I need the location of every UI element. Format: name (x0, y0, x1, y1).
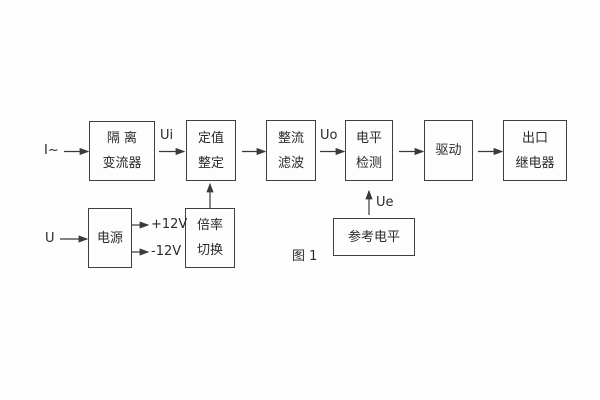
label-minus12v: -12V (151, 244, 182, 259)
block-output-relay-line2: 继电器 (515, 155, 555, 171)
block-isolation-transformer: 隔 离 变流器 (89, 121, 155, 181)
block-ratio-switch: 倍率 切换 (185, 208, 235, 268)
label-input-voltage: U (45, 231, 55, 246)
block-isolation-line1: 隔 离 (106, 131, 138, 146)
block-rectifier-filter: 整流 滤波 (266, 120, 316, 181)
label-uo: Uo (320, 128, 338, 143)
block-level-detect-line2: 检测 (355, 155, 382, 171)
figure-caption: 图 1 (292, 249, 318, 264)
block-output-relay-line1: 出口 (521, 130, 548, 146)
block-level-detect-line1: 电平 (355, 130, 382, 146)
label-ui: Ui (160, 128, 174, 143)
label-ue: Ue (376, 195, 394, 210)
block-drive-label: 驱动 (435, 143, 462, 158)
label-plus12v: +12V (151, 217, 188, 232)
block-setpoint-adjust: 定值 整定 (186, 120, 236, 181)
block-reference-label: 参考电平 (347, 229, 400, 245)
label-input-current: I~ (44, 143, 59, 158)
block-drive: 驱动 (424, 120, 473, 181)
block-rectifier-line1: 整流 (277, 130, 304, 146)
block-setpoint-line1: 定值 (197, 130, 224, 146)
block-power-label: 电源 (96, 230, 123, 246)
block-rectifier-line2: 滤波 (277, 155, 304, 171)
block-isolation-line2: 变流器 (102, 156, 142, 171)
block-power-supply: 电源 (88, 208, 132, 268)
block-setpoint-line2: 整定 (197, 155, 224, 171)
block-ratio-line1: 倍率 (196, 218, 223, 233)
block-output-relay: 出口 继电器 (503, 120, 567, 181)
block-reference-level: 参考电平 (333, 218, 415, 256)
block-level-detect: 电平 检测 (345, 120, 393, 181)
block-ratio-line2: 切换 (196, 243, 223, 258)
